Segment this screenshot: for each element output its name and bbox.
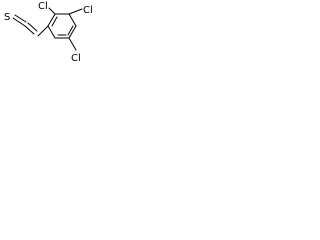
ring-bond-c4-c5: [68, 13, 77, 27]
ring-bond-c2-c3: [47, 13, 56, 27]
chlorine-bottom-label: Cl: [71, 53, 81, 64]
ring-bond-c5-c6: [68, 25, 77, 39]
isothiocyanate-group: [12, 14, 49, 37]
c-to-s-bond-second-line: [14, 14, 27, 23]
n-to-c-bond-second-line: [27, 22, 38, 32]
benzene-ring: [47, 13, 77, 39]
bond-to-cl-right: [68, 8, 83, 15]
chlorine-top-label: Cl: [38, 1, 48, 12]
ring-bond-c1-c2: [47, 25, 56, 39]
sulfur-atom-label: S: [4, 12, 10, 23]
ring-double-bond-inner-right: [67, 25, 74, 36]
chlorine-right-label: Cl: [83, 5, 93, 16]
n-to-c-bond: [24, 25, 35, 35]
ring-double-bond-inner-left: [51, 16, 58, 27]
bond-to-cl-bottom: [68, 37, 77, 51]
bond-to-cl-top: [48, 7, 56, 15]
substituent-bonds: [48, 7, 83, 51]
bond-ring-to-n: [37, 25, 49, 37]
chemical-structure-diagram: S Cl Cl Cl: [4, 1, 93, 64]
c-to-s-bond: [12, 17, 26, 27]
